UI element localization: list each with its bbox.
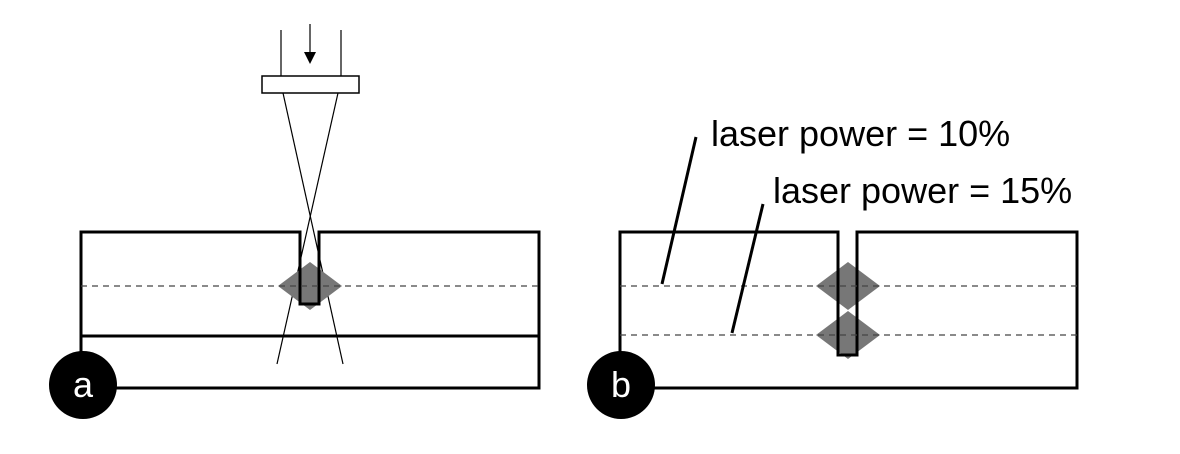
badge-circle: [587, 351, 655, 419]
badge-letter: a: [73, 364, 94, 405]
panel-b-badge: b: [587, 351, 655, 419]
focus-lens: [261, 75, 360, 94]
label-laser-power-15: laser power = 15%: [773, 170, 1072, 211]
laser-beam-left: [282, 92, 344, 365]
panel-a-badge: a: [49, 351, 117, 419]
material-block: [618, 230, 1079, 390]
laser-head: [261, 24, 360, 94]
leader-line-10: [660, 136, 698, 285]
panel-b: laser power = 10% laser power = 15% b: [587, 113, 1079, 419]
beam-direction-arrow-icon: [304, 52, 316, 64]
panel-a: a: [49, 24, 541, 419]
kerf-diamond-upper: [816, 262, 880, 310]
laser-beam-right: [276, 92, 339, 365]
badge-letter: b: [611, 364, 631, 405]
kerf-diamond-lower: [816, 311, 880, 359]
material-top-sheet: [79, 230, 541, 338]
material-bottom-sheet: [79, 336, 541, 390]
badge-circle: [49, 351, 117, 419]
kerf-diamond: [278, 262, 342, 310]
label-laser-power-10: laser power = 10%: [711, 113, 1010, 154]
leader-line-15: [730, 203, 765, 334]
